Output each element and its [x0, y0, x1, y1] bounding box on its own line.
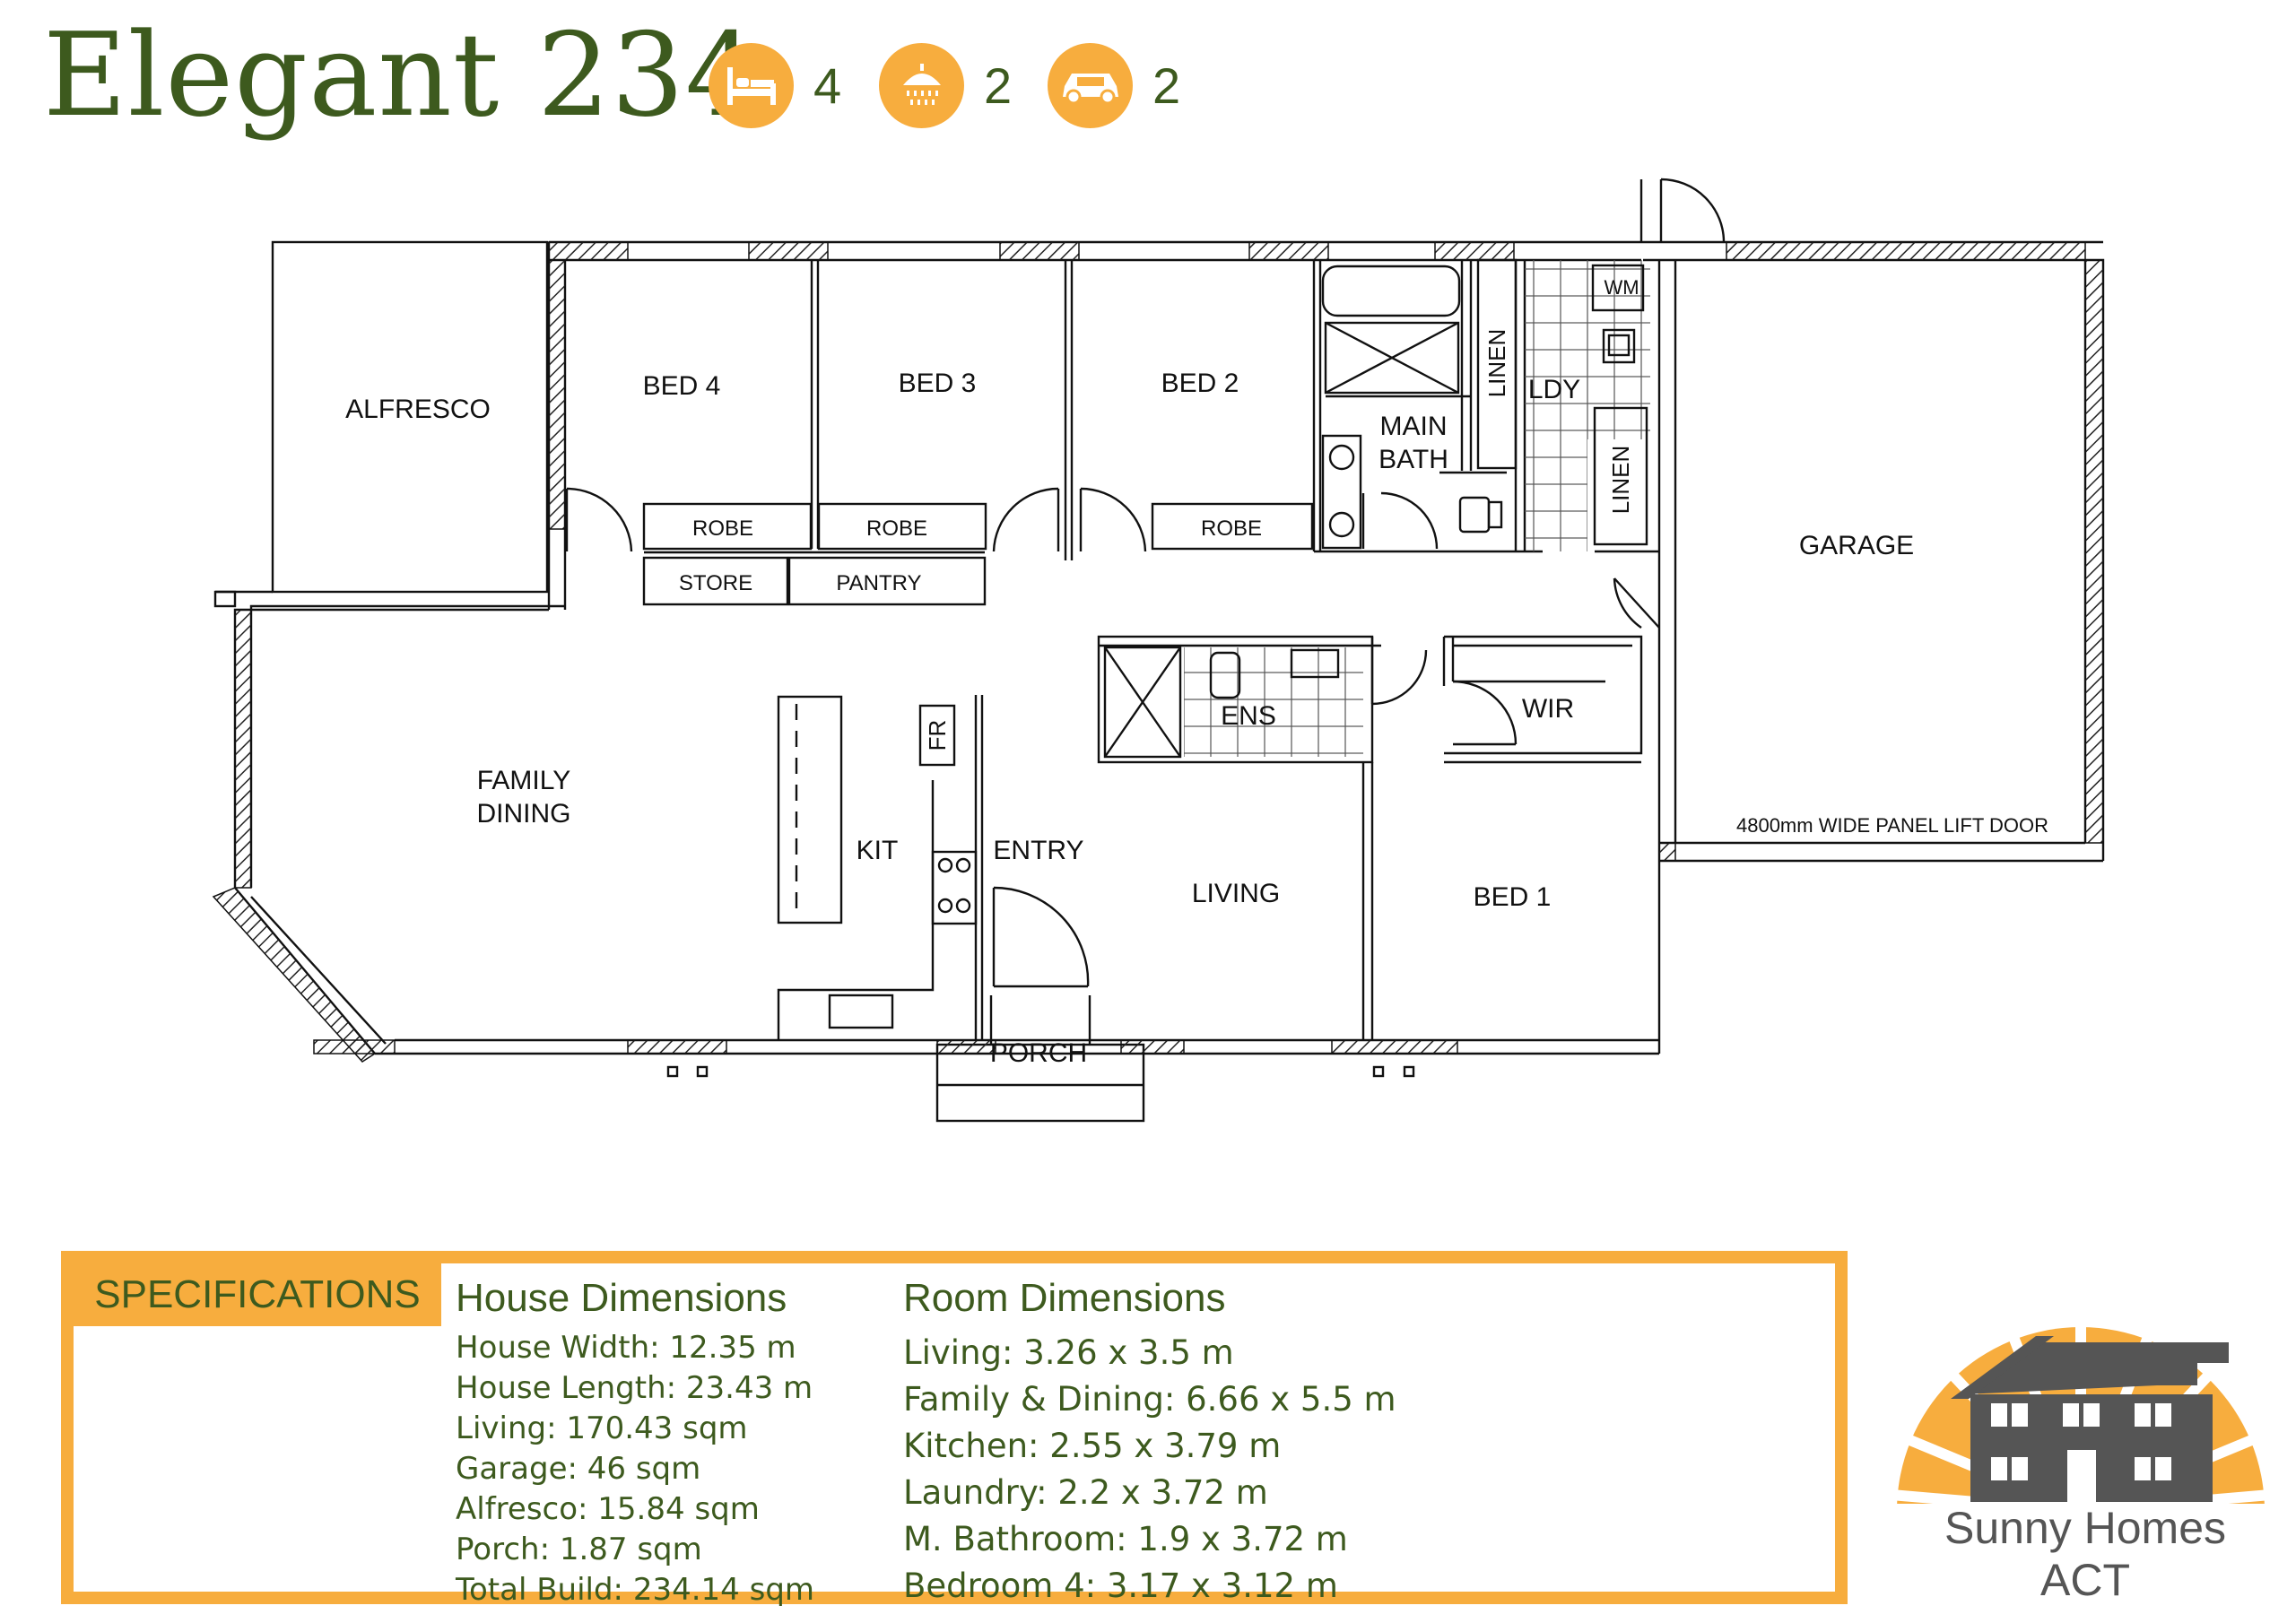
- shower-icon: [879, 43, 964, 128]
- shower-main: [1324, 321, 1460, 395]
- toilet-main-bath: [1458, 496, 1491, 534]
- room-dimensions-list: Living: 3.26 x 3.5 m Family & Dining: 6.…: [903, 1330, 1396, 1610]
- label-wm: WM: [1604, 276, 1639, 299]
- plan-title: Elegant 234: [43, 9, 760, 143]
- label-bed2: BED 2: [1161, 369, 1239, 398]
- washing-machine: [1591, 264, 1645, 312]
- house-dimensions-list: House Width: 12.35 m House Length: 23.43…: [456, 1328, 814, 1610]
- label-linen-2: LINEN: [1607, 446, 1634, 515]
- label-main-bath-2: BATH: [1378, 445, 1448, 474]
- sunny-homes-logo: [1888, 1305, 2274, 1504]
- bathroom-count-value: 2: [984, 57, 1013, 114]
- store-cupboard: [642, 556, 789, 606]
- vanity-main-bath: [1321, 434, 1362, 550]
- porch-steps: [935, 1043, 1145, 1123]
- label-robe-bed2: ROBE: [1201, 516, 1262, 541]
- house-dim-item: Garage: 46 sqm: [456, 1451, 701, 1487]
- brand-name: Sunny Homes ACT: [1944, 1503, 2227, 1605]
- label-robe-bed3: ROBE: [866, 516, 927, 541]
- room-dim-item: Kitchen: 2.55 x 3.79 m: [903, 1427, 1282, 1465]
- label-kit: KIT: [857, 836, 899, 865]
- house-dim-item: Alfresco: 15.84 sqm: [456, 1491, 760, 1527]
- garage-count-value: 2: [1152, 57, 1181, 114]
- room-dim-item: M. Bathroom: 1.9 x 3.72 m: [903, 1520, 1348, 1558]
- label-garage: GARAGE: [1799, 531, 1914, 560]
- label-wir: WIR: [1522, 694, 1574, 724]
- car-icon: [1048, 43, 1133, 128]
- label-bed1: BED 1: [1474, 882, 1552, 912]
- bathroom-count: 2: [879, 43, 1012, 128]
- label-porch: PORCH: [990, 1038, 1087, 1068]
- label-robe-bed4: ROBE: [692, 516, 753, 541]
- label-dining: DINING: [477, 799, 571, 829]
- label-pantry: PANTRY: [836, 571, 921, 595]
- label-store: STORE: [679, 571, 752, 595]
- bed-icon: [709, 43, 794, 128]
- label-fr: FR: [924, 720, 951, 751]
- label-bed4: BED 4: [643, 371, 721, 401]
- pantry-cupboard: [787, 556, 987, 606]
- specifications-panel: SPECIFICATIONS House Dimensions House Wi…: [61, 1251, 1848, 1608]
- house-dimensions-heading: House Dimensions: [456, 1276, 787, 1320]
- alfresco-area: [271, 240, 549, 594]
- label-living: LIVING: [1192, 879, 1280, 908]
- label-main-bath-1: MAIN: [1380, 412, 1448, 441]
- label-ens: ENS: [1221, 701, 1276, 731]
- toilet-ensuite: [1209, 651, 1241, 699]
- label-entry: ENTRY: [993, 836, 1083, 865]
- label-bed3: BED 3: [899, 369, 977, 398]
- specifications-tab: SPECIFICATIONS: [74, 1263, 441, 1326]
- laundry-sink: [1602, 328, 1636, 364]
- robe-bed4: [642, 502, 813, 551]
- label-linen-1: LINEN: [1483, 329, 1510, 398]
- bedroom-count-value: 4: [813, 57, 842, 114]
- bedroom-count: 4: [709, 43, 841, 128]
- robe-bed3: [817, 502, 987, 551]
- fridge: [918, 704, 956, 767]
- room-dim-item: Family & Dining: 6.66 x 5.5 m: [903, 1380, 1396, 1419]
- laundry-tiles: [1525, 260, 1587, 551]
- room-dimensions-heading: Room Dimensions: [903, 1276, 1226, 1320]
- linen-cupboard-2: [1593, 406, 1648, 546]
- robe-bed2: [1151, 502, 1314, 551]
- bathtub: [1321, 265, 1461, 317]
- house-dim-item: Living: 170.43 sqm: [456, 1410, 748, 1446]
- label-family: FAMILY: [477, 766, 570, 795]
- kitchen-island: [777, 695, 843, 924]
- shower-ensuite: [1103, 646, 1182, 759]
- label-alfresco: ALFRESCO: [345, 395, 491, 424]
- label-ldy: LDY: [1528, 375, 1580, 404]
- room-dim-item: Bedroom 4: 3.17 x 3.12 m: [903, 1567, 1338, 1605]
- room-dim-item: Living: 3.26 x 3.5 m: [903, 1333, 1234, 1372]
- vanity-ensuite: [1290, 648, 1340, 679]
- house-dim-item: Total Build: 234.14 sqm: [456, 1572, 815, 1608]
- kitchen-sink: [828, 994, 894, 1029]
- label-garage-door: 4800mm WIDE PANEL LIFT DOOR: [1736, 814, 2048, 837]
- room-dim-item: Laundry: 2.2 x 3.72 m: [903, 1473, 1268, 1512]
- house-dim-item: House Length: 23.43 m: [456, 1370, 813, 1406]
- garage-count: 2: [1048, 43, 1180, 128]
- house-dim-item: Porch: 1.87 sqm: [456, 1532, 702, 1567]
- house-dim-item: House Width: 12.35 m: [456, 1330, 796, 1366]
- cooktop: [931, 850, 978, 925]
